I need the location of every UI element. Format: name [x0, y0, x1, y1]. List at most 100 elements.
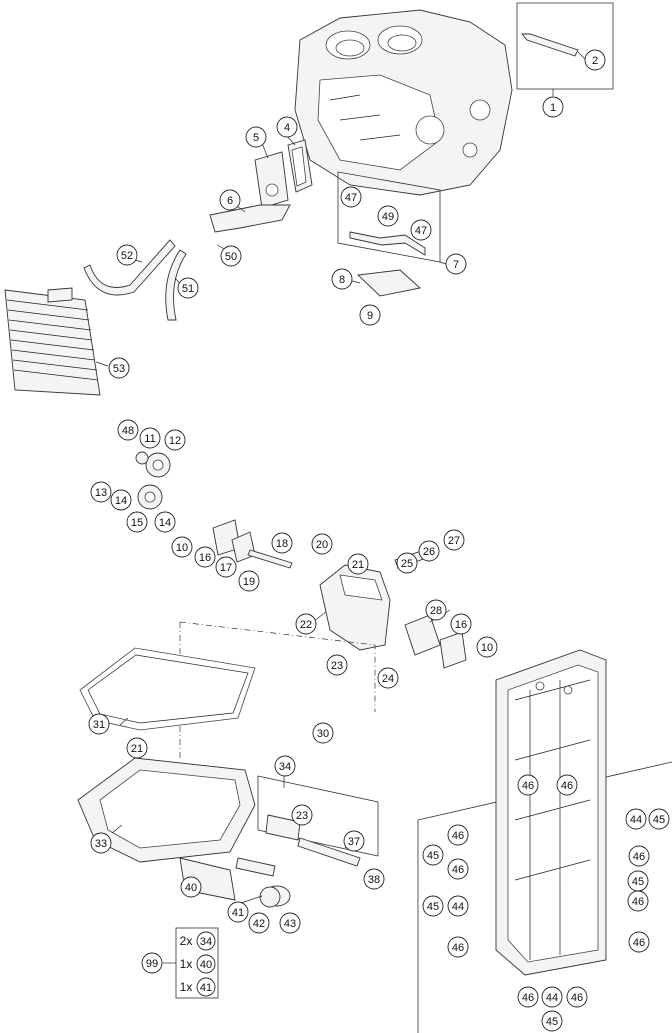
callout-label: 51 — [182, 283, 194, 295]
callout-33: 33 — [90, 832, 112, 854]
callout-label: 16 — [455, 619, 467, 631]
callout-45: 45 — [627, 870, 649, 892]
callout-circle — [90, 832, 112, 854]
callout-11: 11 — [139, 427, 161, 449]
callout-45: 45 — [648, 808, 670, 830]
callout-label: 16 — [199, 552, 211, 564]
callout-circle — [542, 96, 564, 118]
callout-circle — [447, 895, 469, 917]
callout-circle — [422, 895, 444, 917]
bushing-11-part — [135, 451, 149, 465]
callout-47: 47 — [340, 186, 362, 208]
callout-label: 27 — [448, 535, 460, 547]
callout-label: 46 — [633, 851, 645, 863]
callout-46: 46 — [517, 986, 539, 1008]
callout-27: 27 — [443, 529, 465, 551]
kit-callout-label: 40 — [200, 959, 212, 971]
callout-label: 46 — [452, 942, 464, 954]
callout-circle — [312, 722, 334, 744]
callout-circle — [628, 931, 650, 953]
callout-label: 44 — [546, 992, 558, 1004]
callout-label: 44 — [452, 901, 464, 913]
callout-5: 5 — [245, 126, 267, 148]
callout-circle — [126, 737, 148, 759]
callout-51: 51 — [177, 277, 199, 299]
callout-label: 19 — [243, 576, 255, 588]
oil-hose-51 — [165, 249, 187, 321]
callout-46: 46 — [628, 845, 650, 867]
callout-label: 10 — [481, 642, 493, 654]
callout-circle — [377, 205, 399, 227]
callout-25: 25 — [396, 552, 418, 574]
callout-7: 7 — [445, 253, 467, 275]
kit-callout-circle — [196, 954, 216, 974]
callout-circle — [447, 824, 469, 846]
callout-circle — [445, 253, 467, 275]
callout-label: 46 — [561, 780, 573, 792]
callout-21: 21 — [126, 737, 148, 759]
callout-label: 40 — [185, 882, 197, 894]
callout-13: 13 — [90, 481, 112, 503]
callout-label: 52 — [121, 250, 133, 262]
callout-circle — [422, 844, 444, 866]
callout-circle — [425, 599, 447, 621]
callout-28: 28 — [425, 599, 447, 621]
callout-circle — [447, 858, 469, 880]
callout-label: 42 — [253, 918, 265, 930]
callout-37: 37 — [343, 830, 365, 852]
kit-table — [163, 927, 219, 999]
callout-40: 40 — [180, 876, 202, 898]
callout-12: 12 — [164, 429, 186, 451]
callout-circle — [108, 357, 130, 379]
callout-circle — [541, 1010, 563, 1032]
callout-41: 41 — [227, 901, 249, 923]
callout-45: 45 — [541, 1010, 563, 1032]
callout-label: 46 — [632, 896, 644, 908]
callout-label: 14 — [159, 517, 171, 529]
cover-16b-part — [439, 631, 467, 669]
callout-48: 48 — [117, 419, 139, 441]
pump-shaft-18-part — [247, 549, 293, 569]
callout-circle — [271, 532, 293, 554]
cover-plate-part — [254, 151, 289, 209]
callout-label: 13 — [95, 487, 107, 499]
callout-circle — [648, 808, 670, 830]
callout-47: 47 — [410, 219, 432, 241]
callout-label: 1 — [550, 102, 556, 114]
callout-24: 24 — [377, 667, 399, 689]
callout-label: 47 — [345, 192, 357, 204]
oil-cooler-part — [4, 287, 101, 396]
callout-16: 16 — [450, 613, 472, 635]
kit-qty: 1x — [180, 980, 193, 994]
callout-label: 21 — [352, 559, 364, 571]
callout-circle — [220, 245, 242, 267]
callout-46: 46 — [627, 890, 649, 912]
callout-circle — [396, 552, 418, 574]
callout-label: 24 — [382, 673, 394, 685]
callout-17: 17 — [215, 556, 237, 578]
callout-label: 25 — [401, 558, 413, 570]
callout-16: 16 — [194, 546, 216, 568]
callout-label: 45 — [427, 901, 439, 913]
kit-callout-circle — [196, 931, 216, 951]
callout-label: 46 — [522, 992, 534, 1004]
callout-circle — [517, 774, 539, 796]
callout-label: 43 — [284, 918, 296, 930]
callout-label: 46 — [522, 780, 534, 792]
callout-circle — [377, 667, 399, 689]
callout-30: 30 — [312, 722, 334, 744]
callout-circle — [117, 419, 139, 441]
callout-circle — [194, 546, 216, 568]
callout-label: 6 — [227, 195, 233, 207]
callout-label: 5 — [253, 132, 259, 144]
callout-46: 46 — [447, 858, 469, 880]
callout-20: 20 — [311, 533, 333, 555]
oil-nozzle-part — [349, 231, 426, 256]
callout-label: 45 — [427, 850, 439, 862]
callout-8: 8 — [331, 268, 353, 290]
callout-circle — [343, 830, 365, 852]
callout-label: 30 — [317, 728, 329, 740]
oil-filter-28-part — [404, 614, 441, 656]
callout-label: 50 — [225, 251, 237, 263]
